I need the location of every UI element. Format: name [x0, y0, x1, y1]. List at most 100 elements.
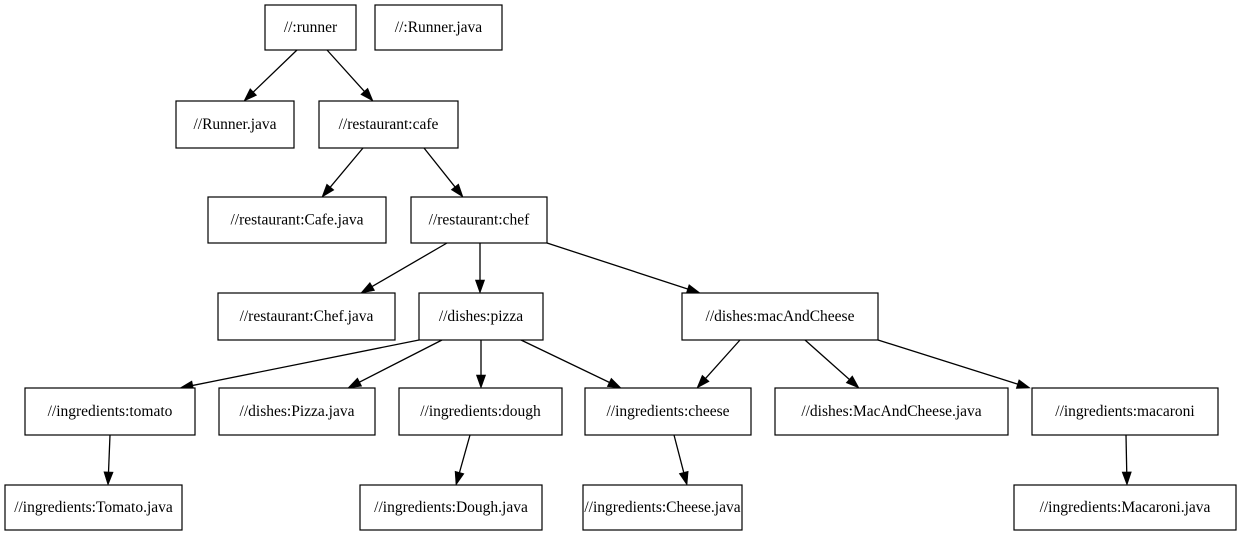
graph-node-dishes-pizza[interactable]: //dishes:pizza — [418, 292, 544, 341]
node-box[interactable] — [398, 387, 563, 436]
edge-layer — [103, 49, 1132, 486]
node-box[interactable] — [24, 387, 196, 436]
graph-edge — [475, 340, 487, 389]
edge-arrowhead — [360, 281, 376, 294]
graph-node-ingredients-tomato-java[interactable]: //ingredients:Tomato.java — [4, 484, 183, 531]
node-label: //ingredients:cheese — [606, 403, 729, 420]
node-layer: //:runner //:Runner.java //Runner.java //re… — [4, 4, 1237, 531]
node-label: //ingredients:Dough.java — [374, 499, 528, 516]
node-label: //restaurant:cafe — [339, 116, 439, 133]
graph-node-runner[interactable]: //:runner — [264, 4, 357, 51]
graph-edge — [696, 339, 741, 389]
graph-edge — [877, 339, 1031, 389]
edge-line — [458, 434, 471, 473]
edge-line — [1125, 434, 1128, 473]
node-label: //dishes:macAndCheese — [706, 308, 855, 325]
graph-node-restaurant-cafe-java[interactable]: //restaurant:Cafe.java — [207, 196, 387, 244]
graph-edge — [804, 339, 860, 389]
edge-line — [107, 434, 111, 473]
node-box[interactable] — [218, 387, 376, 436]
edge-arrowhead — [845, 375, 860, 389]
node-label: //:Runner.java — [395, 19, 483, 36]
graph-node-dishes-pizza-java[interactable]: //dishes:Pizza.java — [218, 387, 376, 436]
edge-line — [192, 339, 420, 387]
graph-node-ingredients-dough[interactable]: //ingredients:dough — [398, 387, 563, 436]
edge-line — [804, 339, 850, 380]
graph-edge — [520, 339, 622, 389]
graph-edge — [347, 339, 443, 389]
node-box[interactable] — [584, 387, 752, 436]
graph-node-ingredients-macaroni-java[interactable]: //ingredients:Macaroni.java — [1013, 484, 1237, 531]
graph-node-ingredients-cheese-java[interactable]: //ingredients:Cheese.java — [582, 484, 743, 531]
graph-node-ingredients-cheese[interactable]: //ingredients:cheese — [584, 387, 752, 436]
node-label: //dishes:MacAndCheese.java — [801, 403, 981, 420]
node-box[interactable] — [359, 484, 543, 531]
edge-arrowhead — [685, 284, 701, 294]
node-box[interactable] — [207, 196, 387, 244]
graph-edge — [454, 434, 471, 486]
edge-line — [329, 147, 364, 188]
edge-line — [877, 339, 1018, 385]
node-label: //ingredients:dough — [420, 403, 541, 420]
edge-arrowhead — [678, 470, 689, 486]
node-label: //:runner — [284, 19, 338, 36]
graph-node-ingredients-dough-java[interactable]: //ingredients:Dough.java — [359, 484, 543, 531]
edge-arrowhead — [243, 88, 258, 102]
graph-edge — [243, 49, 298, 102]
edge-line — [673, 434, 685, 473]
graph-node-runner-java[interactable]: //Runner.java — [175, 100, 295, 149]
node-box[interactable] — [582, 484, 743, 531]
node-box[interactable] — [774, 387, 1009, 436]
node-label: //restaurant:Cafe.java — [231, 212, 364, 229]
node-box[interactable] — [1013, 484, 1237, 531]
graph-node-restaurant-chef-java[interactable]: //restaurant:Chef.java — [217, 292, 396, 341]
edge-arrowhead — [474, 279, 486, 294]
node-label: //ingredients:tomato — [48, 403, 173, 420]
node-label: //Runner.java — [193, 116, 276, 133]
node-box[interactable] — [374, 4, 503, 51]
graph-node-root-runner-java[interactable]: //:Runner.java — [374, 4, 503, 51]
edge-arrowhead — [606, 377, 622, 389]
node-label: //dishes:Pizza.java — [240, 403, 355, 420]
node-box[interactable] — [410, 196, 548, 244]
node-label: //ingredients:macaroni — [1055, 403, 1195, 420]
graph-node-dishes-macandcheese-java[interactable]: //dishes:MacAndCheese.java — [774, 387, 1009, 436]
node-box[interactable] — [1031, 387, 1219, 436]
graph-edge — [326, 49, 374, 102]
edge-line — [371, 242, 448, 288]
graph-edge — [360, 242, 448, 294]
node-box[interactable] — [418, 292, 544, 341]
edge-arrowhead — [347, 377, 363, 389]
node-label: //restaurant:chef — [429, 212, 531, 229]
edge-arrowhead — [454, 470, 465, 486]
node-box[interactable] — [217, 292, 396, 341]
edge-line — [546, 242, 688, 290]
edge-arrowhead — [321, 183, 335, 198]
node-label: //ingredients:Tomato.java — [14, 499, 173, 516]
edge-arrowhead — [1015, 379, 1031, 389]
edge-arrowhead — [1121, 471, 1132, 486]
node-box[interactable] — [4, 484, 183, 531]
graph-node-dishes-macandcheese[interactable]: //dishes:macAndCheese — [681, 292, 879, 341]
graph-edge — [474, 243, 486, 294]
node-box[interactable] — [175, 100, 295, 149]
node-box[interactable] — [681, 292, 879, 341]
graph-edge — [546, 242, 701, 294]
edge-arrowhead — [696, 374, 710, 389]
edge-line — [359, 339, 443, 383]
graph-node-restaurant-chef[interactable]: //restaurant:chef — [410, 196, 548, 244]
node-box[interactable] — [318, 100, 459, 149]
graph-node-ingredients-tomato[interactable]: //ingredients:tomato — [24, 387, 196, 436]
edge-arrowhead — [103, 471, 114, 486]
node-label: //ingredients:Macaroni.java — [1040, 499, 1211, 516]
graph-edge — [321, 147, 364, 198]
edge-line — [705, 339, 741, 379]
edge-line — [423, 147, 456, 188]
graph-node-ingredients-macaroni[interactable]: //ingredients:macaroni — [1031, 387, 1219, 436]
edge-line — [252, 49, 298, 93]
node-box[interactable] — [264, 4, 357, 51]
graph-node-restaurant-cafe[interactable]: //restaurant:cafe — [318, 100, 459, 149]
node-label: //restaurant:Chef.java — [240, 308, 374, 325]
